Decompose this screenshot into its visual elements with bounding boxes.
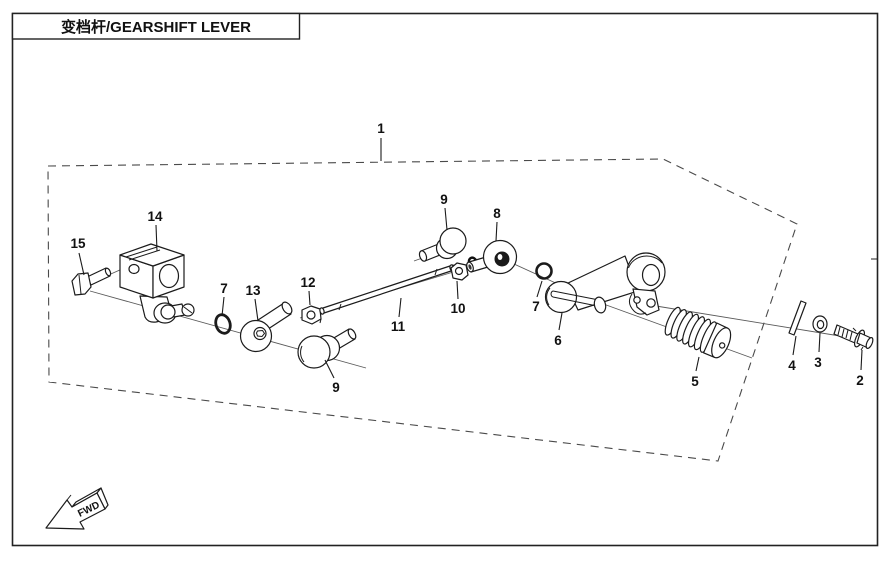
part-9-ball-stud-top	[418, 227, 467, 262]
callout-14: 14	[147, 209, 163, 252]
part-12-hex-nut	[301, 305, 322, 325]
axis-bolt2-chain	[655, 305, 847, 338]
part-7-oring-left	[214, 313, 232, 335]
part-14-shift-arm-bracket	[119, 243, 195, 324]
callout-9-top: 9	[440, 192, 448, 231]
callout-7-right-label: 7	[532, 299, 540, 314]
callout-11-label: 11	[391, 319, 406, 334]
callout-6: 6	[554, 312, 563, 348]
callout-1-label: 1	[377, 121, 385, 136]
callout-15: 15	[70, 236, 86, 276]
part-11-gearshift-rod	[319, 264, 455, 315]
part-8-rod-end	[466, 239, 518, 275]
callout-12: 12	[300, 275, 316, 306]
callout-7-left: 7	[220, 281, 228, 317]
fwd-arrow-front-face	[45, 492, 106, 530]
callout-9-bottom-label: 9	[332, 380, 340, 395]
callout-1-assembly: 1	[377, 121, 385, 161]
part-13-joint-bolt	[239, 301, 293, 353]
part-3-washer	[812, 315, 828, 333]
part-4-pin	[788, 300, 807, 336]
part-5-rubber-sleeve	[664, 306, 732, 359]
part-7-oring-right	[535, 262, 553, 280]
part-6-gearshift-lever	[544, 252, 666, 316]
diagram-title: 变档杆/GEARSHIFT LEVER	[61, 18, 251, 36]
callout-13: 13	[245, 283, 261, 322]
callout-9-top-label: 9	[440, 192, 448, 207]
callout-6-label: 6	[554, 333, 562, 348]
callout-5: 5	[691, 356, 700, 389]
callout-9-bottom: 9	[324, 359, 340, 395]
callout-4-label: 4	[788, 358, 796, 373]
callout-8-label: 8	[493, 206, 501, 221]
callout-7-left-label: 7	[220, 281, 228, 296]
callout-7-right: 7	[532, 280, 543, 314]
part-9-ball-stud-bottom	[297, 328, 357, 369]
callout-8: 8	[493, 206, 501, 242]
part-15-hex-bolt	[71, 267, 112, 296]
callout-10-label: 10	[450, 301, 465, 316]
callout-3: 3	[814, 332, 822, 370]
callout-15-label: 15	[70, 236, 86, 251]
assembly-boundary-dashes	[47, 158, 798, 462]
callout-10: 10	[450, 280, 466, 316]
callout-2-label: 2	[856, 373, 864, 388]
callout-4: 4	[788, 335, 797, 373]
fwd-direction-arrow: FWD	[45, 487, 109, 530]
title-box	[11, 12, 301, 40]
page-border	[11, 12, 879, 547]
callout-5-label: 5	[691, 374, 699, 389]
callout-2: 2	[856, 349, 864, 388]
callout-14-label: 14	[147, 209, 163, 224]
callout-12-label: 12	[300, 275, 315, 290]
callout-13-label: 13	[245, 283, 261, 298]
callout-3-label: 3	[814, 355, 822, 370]
part-2-flange-bolt	[833, 324, 874, 351]
callout-11: 11	[391, 297, 406, 334]
